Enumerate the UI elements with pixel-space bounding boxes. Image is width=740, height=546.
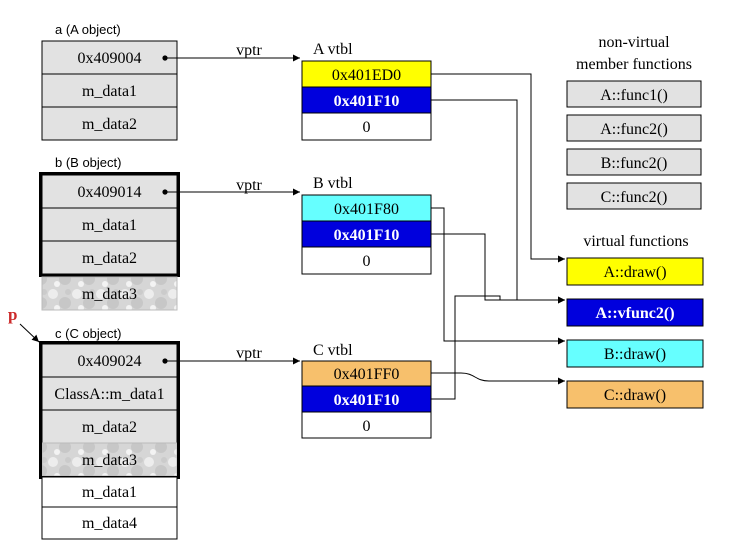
vtable-b-title: B vtbl (313, 175, 353, 192)
object-a-vptr-value: 0x409004 (78, 50, 142, 67)
object-c-field: m_data4 (82, 515, 137, 532)
object-c-vptr-value: 0x409024 (78, 353, 142, 370)
object-b-vptr-value: 0x409014 (78, 184, 142, 201)
vtable-c-entry: 0x401FF0 (334, 366, 400, 383)
nonvirtual-function-box (566, 182, 702, 210)
object-b-title: b (B object) (55, 155, 121, 170)
vtable-c-entry: 0x401F10 (334, 392, 400, 409)
vtable-a-entry: 0x401ED0 (332, 67, 401, 84)
pointer-p-label: p (8, 305, 17, 324)
vtable-c: C vtbl 0x401FF0 0x401F10 0 (301, 342, 432, 439)
vptr-label-b: vptr (236, 177, 262, 194)
object-b: b (B object) 0x409014 m_data1 m_data2 m_… (39, 155, 180, 311)
link-a-draw (431, 73, 565, 263)
vptr-arrows: vptr vptr vptr (165, 42, 300, 365)
link-a-vfunc2 (431, 99, 565, 304)
virtual-function-box (566, 339, 704, 368)
vtable-a-entry-cell (301, 112, 432, 141)
vtable-b-entry: 0 (363, 253, 371, 270)
vtable-c-title: C vtbl (313, 342, 353, 359)
virtual-function: A::vfunc2() (595, 305, 674, 322)
vptr-label-a: vptr (236, 42, 262, 59)
object-b-field: m_data2 (82, 250, 137, 267)
vtable-b-entry: 0x401F10 (334, 227, 400, 244)
nonvirtual-function-box (566, 80, 702, 108)
nonvirtual-functions: non-virtual member functions A::func1() … (566, 34, 702, 210)
object-a-field-cell (41, 106, 178, 141)
vptr-label-c: vptr (236, 345, 262, 362)
object-a: a (A object) 0x409004 m_data1 m_data2 (41, 22, 178, 141)
virtual-function: C::draw() (604, 387, 666, 404)
nonvirtual-heading-line2: member functions (576, 56, 692, 73)
vtable-a-entry-cell (301, 86, 432, 114)
link-b-vfunc2 (431, 233, 565, 304)
pointer-p: p (8, 305, 40, 343)
object-c-field-cell (41, 409, 178, 444)
nonvirtual-function-box (566, 148, 702, 176)
object-c-title: c (C object) (55, 326, 121, 341)
link-b-draw (431, 207, 565, 345)
vtable-b-entry-cell (301, 220, 432, 248)
object-a-field: m_data1 (82, 83, 137, 100)
pointer-p-arrow (19, 323, 40, 343)
virtual-function-box (566, 257, 704, 286)
virtual-function: A::draw() (603, 264, 666, 281)
vtable-c-entry: 0 (363, 418, 371, 435)
vtable-a-entry-cell (301, 60, 432, 88)
virtual-heading: virtual functions (583, 233, 688, 250)
vtable-a-entry: 0x401F10 (334, 93, 400, 110)
nonvirtual-function: B::func2() (601, 155, 668, 172)
vtable-a: A vtbl 0x401ED0 0x401F10 0 (301, 41, 432, 141)
nonvirtual-function: A::func2() (600, 121, 668, 138)
object-c: c (C object) 0x409024 ClassA::m_data1 m_… (39, 326, 180, 540)
object-a-title: a (A object) (55, 22, 121, 37)
object-b-derived-cell (41, 276, 178, 311)
vtable-b-entry: 0x401F80 (334, 201, 399, 218)
object-b-field: m_data3 (82, 286, 137, 303)
vtable-c-entry-cell (301, 385, 432, 413)
object-c-field: m_data1 (82, 484, 137, 501)
object-a-vptr-cell (41, 40, 178, 75)
vtable-c-entry-cell (301, 360, 432, 387)
object-c-field-cell (41, 476, 178, 508)
object-b-field: m_data1 (82, 217, 137, 234)
object-c-field-cell (41, 442, 178, 477)
nonvirtual-function-box (566, 114, 702, 142)
nonvirtual-heading-line1: non-virtual (598, 34, 670, 51)
object-c-field: m_data3 (82, 452, 137, 469)
link-c-draw (431, 372, 565, 385)
vtable-c-entry-cell (301, 411, 432, 439)
object-c-field: m_data2 (82, 419, 137, 436)
object-c-field: ClassA::m_data1 (54, 386, 164, 403)
object-a-field: m_data2 (82, 116, 137, 133)
virtual-function: B::draw() (604, 346, 666, 363)
nonvirtual-function: C::func2() (601, 189, 668, 206)
vtable-a-entry: 0 (363, 119, 371, 136)
nonvirtual-function: A::func1() (600, 87, 668, 104)
object-b-base-outline (39, 172, 180, 277)
function-links (431, 73, 565, 400)
object-c-field-cell (41, 506, 178, 540)
vtable-b-entry-cell (301, 246, 432, 275)
virtual-function-box (566, 298, 704, 327)
virtual-function-box (566, 380, 704, 409)
object-b-field-cell (41, 240, 178, 275)
virtual-functions: virtual functions A::draw() A::vfunc2() … (566, 233, 704, 409)
vtable-b: B vtbl 0x401F80 0x401F10 0 (301, 175, 432, 275)
vtable-a-title: A vtbl (313, 41, 353, 58)
object-b-field-cell (41, 207, 178, 242)
link-c-vfunc2 (431, 295, 501, 400)
